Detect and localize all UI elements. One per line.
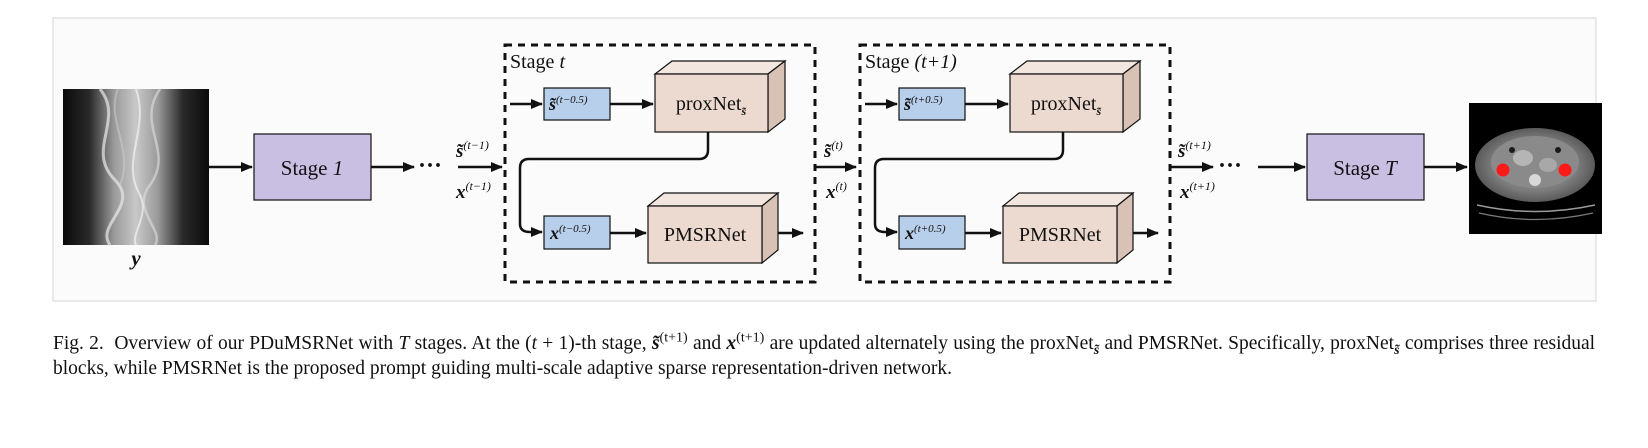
figure-caption: Fig. 2. Overview of our PDuMSRNet with T…: [53, 329, 1596, 379]
stage-t1-pmsrnet-block: PMSRNet: [1001, 191, 1135, 265]
stage-t1-title: Stage (t+1): [865, 51, 957, 73]
stage-T-box: [1306, 133, 1425, 201]
metal-marker-left: [1496, 163, 1510, 177]
ellipsis-right: ···: [1218, 153, 1242, 179]
stage-t-x-box-label: x(t−0.5): [549, 223, 591, 243]
middle-s-label: s̃(t): [823, 138, 843, 162]
input-label: y: [128, 246, 141, 270]
right-s-label: s̃(t+1): [1177, 138, 1211, 162]
stage-t-proxnet-block: proxNets̃: [653, 59, 787, 134]
stage-t-connector: [518, 132, 710, 237]
ellipsis-left: ···: [418, 153, 442, 179]
svg-text:proxNets̃: proxNets̃: [676, 93, 747, 118]
stage-t-s-box-label: s̃(t−0.5): [548, 94, 588, 114]
svg-text:PMSRNet: PMSRNet: [664, 224, 747, 246]
sinogram-image: [63, 88, 209, 246]
stage-t1-group: Stage (t+1) s̃(t+0.5) proxNets̃ x(t+0.5)…: [858, 43, 1172, 284]
stage-t1-proxnet-block: proxNets̃: [1008, 59, 1142, 134]
left-x-label: x(t−1): [455, 179, 491, 203]
stage-1-label: Stage 1: [281, 156, 343, 180]
right-x-label: x(t+1): [1179, 179, 1215, 203]
pipeline-diagram: y Stage 1 ··· s̃(t−1) x(t−1) Stage t s̃(…: [52, 17, 1602, 302]
left-s-label: s̃(t−1): [455, 138, 489, 162]
stage-t1-dashed-border: [858, 43, 1172, 284]
stage-T-label: Stage T: [1333, 156, 1398, 180]
stage-t-group: Stage t s̃(t−0.5) proxNets̃ x(t−0.5) PMS…: [503, 43, 817, 284]
stage-t1-connector: [873, 132, 1065, 237]
stage-t-x-box: [543, 215, 611, 250]
stage-t-title: Stage t: [510, 51, 565, 73]
stage-t1-x-box: [898, 215, 966, 250]
stage-t1-s-box-label: s̃(t+0.5): [903, 94, 943, 114]
svg-text:proxNets̃: proxNets̃: [1031, 93, 1102, 118]
stage-t1-x-box-label: x(t+0.5): [904, 223, 946, 243]
middle-x-label: x(t): [825, 179, 847, 203]
stage-t-dashed-border: [503, 43, 817, 284]
ct-output-image: [1469, 103, 1602, 234]
stage-1-box: [253, 133, 372, 201]
svg-text:PMSRNet: PMSRNet: [1019, 224, 1102, 246]
stage-t-pmsrnet-block: PMSRNet: [646, 191, 780, 265]
metal-marker-right: [1558, 163, 1572, 177]
stage-t1-s-box: [898, 87, 966, 121]
